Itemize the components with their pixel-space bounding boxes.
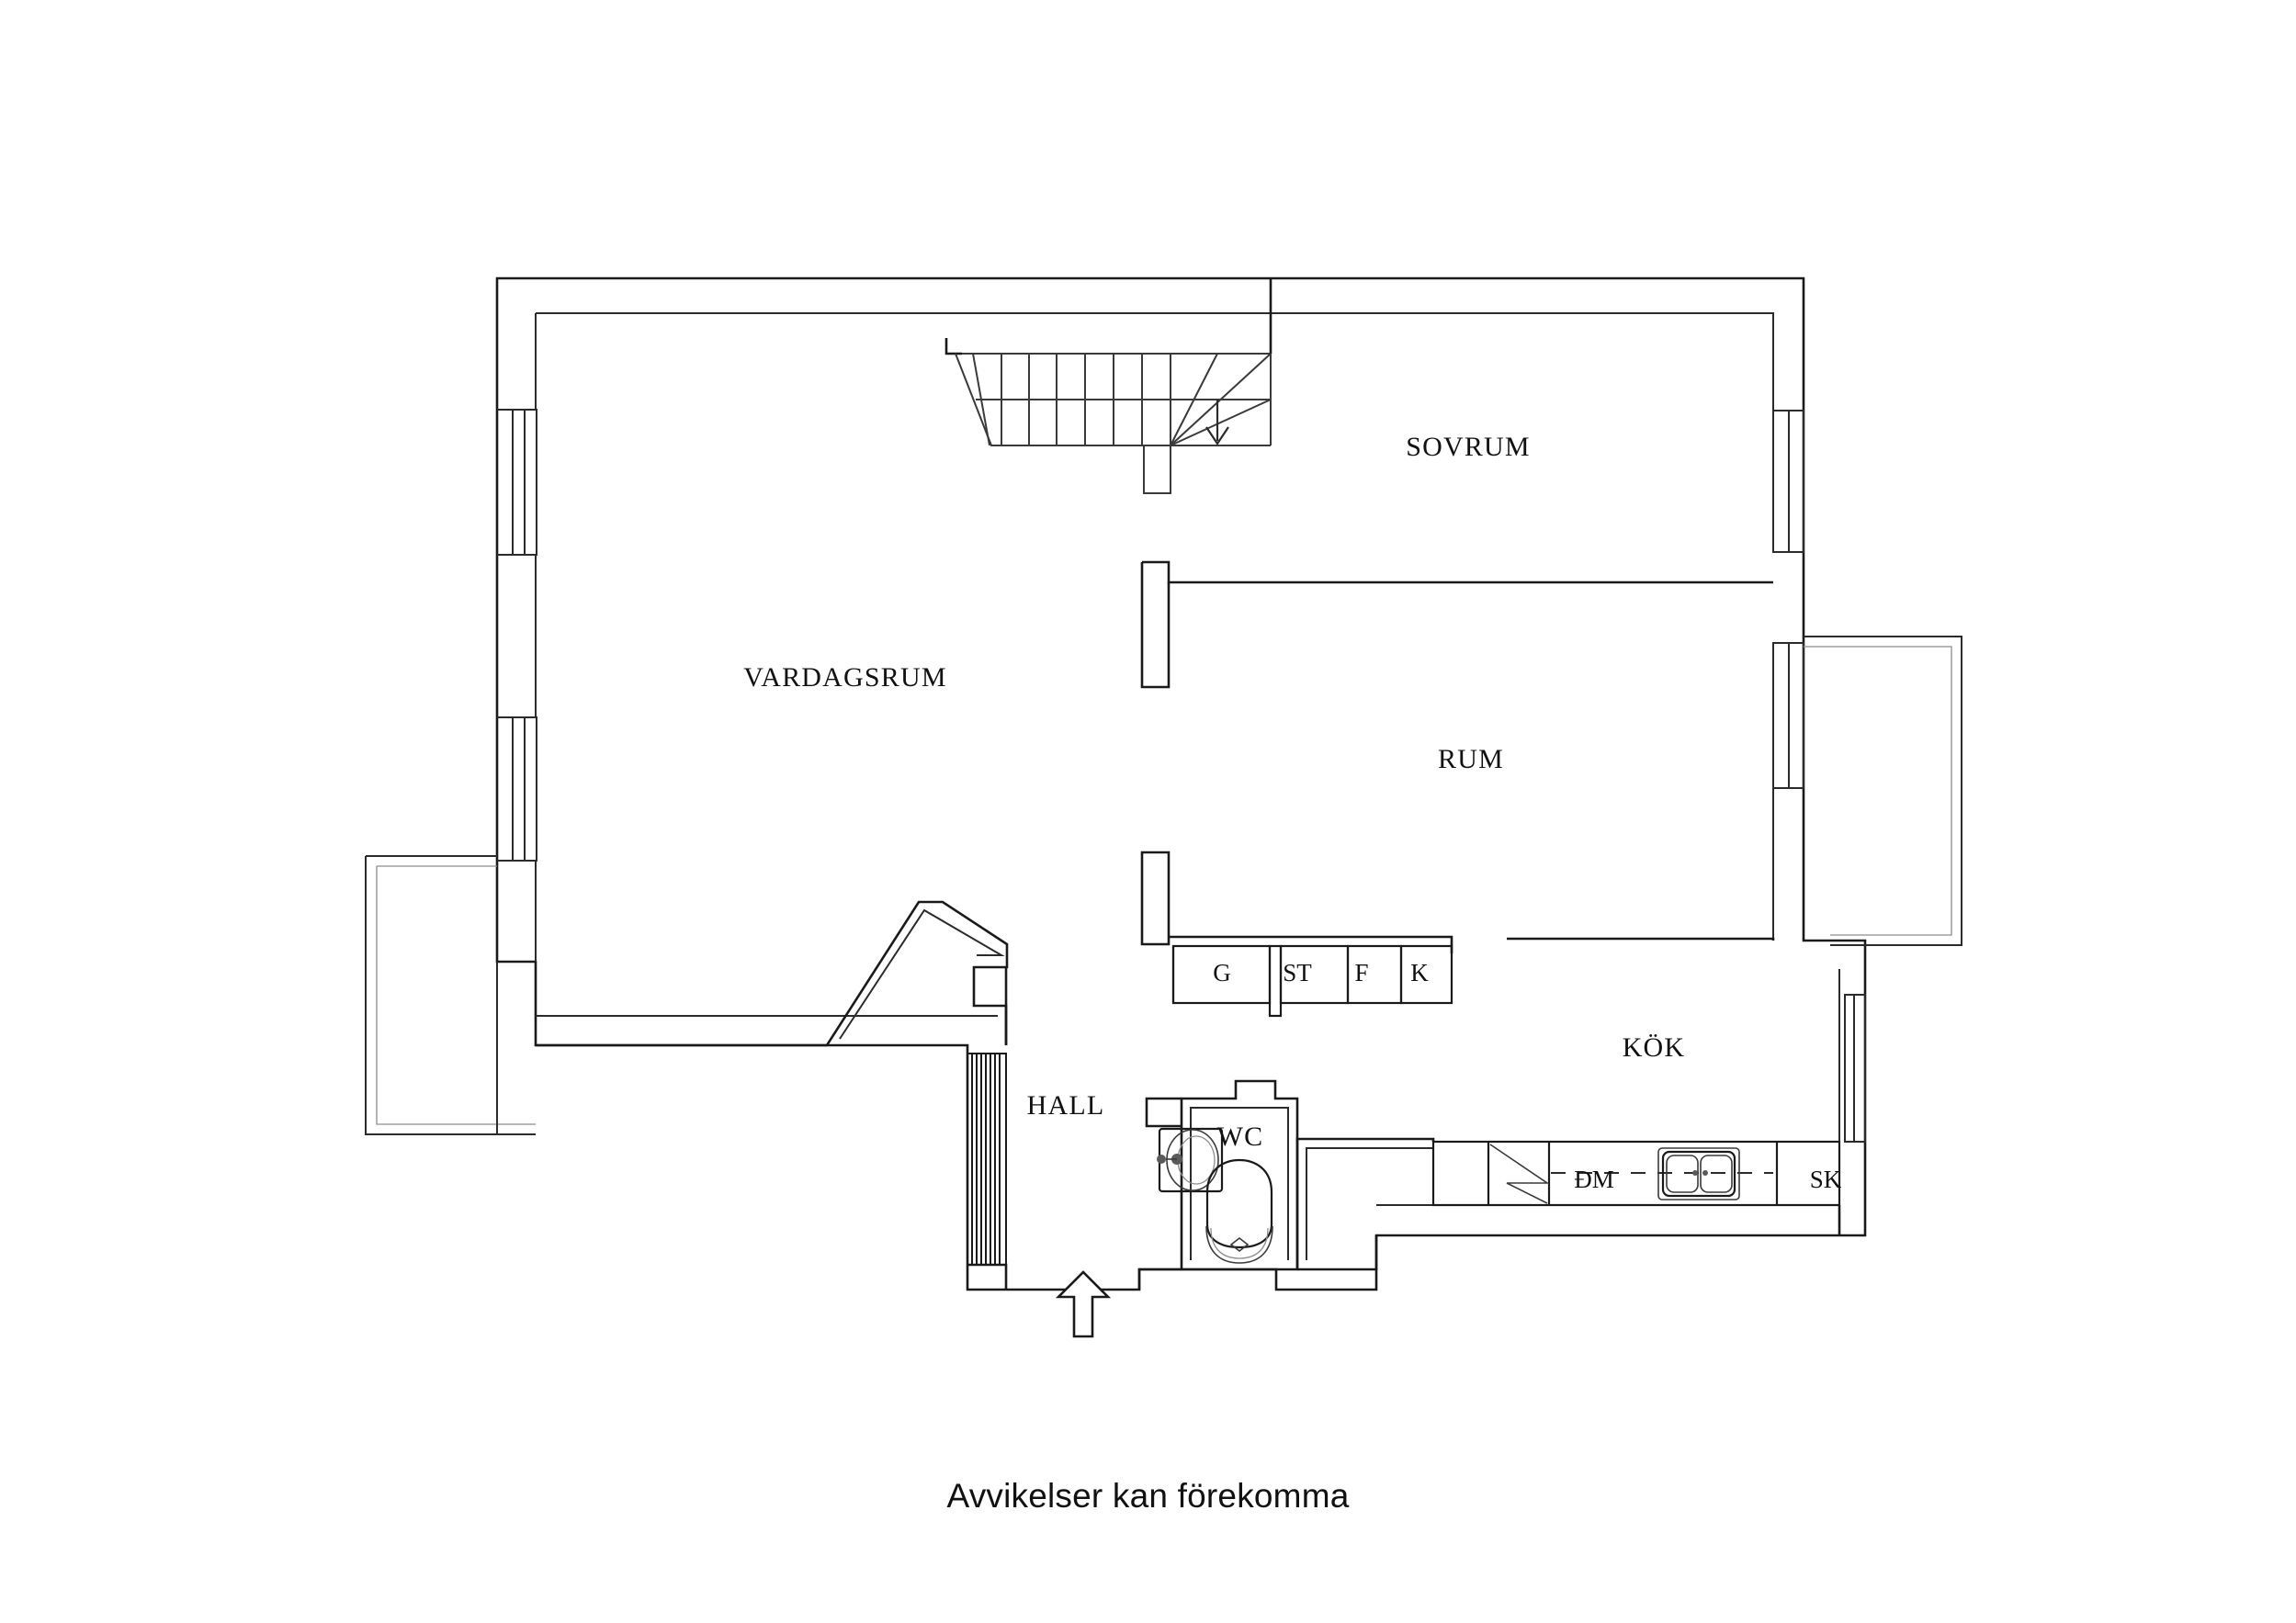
window-right-upper [1772, 410, 1804, 553]
hall-bottom-wall [967, 1263, 1182, 1290]
plan-caption: Avvikelser kan förekomma [946, 1477, 1350, 1515]
stove-fixture [1489, 1144, 1550, 1204]
appliance-row [1171, 944, 1453, 1018]
appliance-label-st: ST [1283, 959, 1312, 986]
room-label-kok: KÖK [1623, 1032, 1686, 1063]
wall-wc-kitchen [1297, 1235, 1378, 1271]
wall-diagonal-hall [536, 900, 1009, 1047]
staircase [944, 278, 1272, 494]
room-label-sovrum: SOVRUM [1406, 432, 1531, 462]
appliance-label-f: F [1354, 959, 1368, 986]
window-right-lower [1772, 642, 1804, 789]
entrance-arrow [1055, 1270, 1112, 1338]
balcony-left [365, 855, 536, 1135]
kitchen-counter [1295, 1137, 1841, 1269]
window-left-lower [497, 716, 537, 862]
window-kitchen-right [1844, 994, 1866, 1143]
wall-sovrum-rum [1140, 560, 1773, 689]
appliance-label-k: K [1410, 959, 1429, 986]
room-label-hall: HALL [1027, 1090, 1105, 1121]
washbasin-fixture [1157, 1127, 1224, 1193]
window-left-upper [497, 409, 537, 556]
room-label-vardagsrum: VARDAGSRUM [743, 662, 947, 693]
wall-rum-kok [1140, 851, 1775, 953]
kitchen-sink-fixture [1657, 1147, 1740, 1200]
wardrobe-hatched [967, 1053, 1007, 1266]
appliance-label-dm: ĐM [1574, 1166, 1614, 1193]
appliance-label-sk: SK [1810, 1166, 1842, 1193]
appliance-label-g: G [1213, 959, 1231, 986]
balcony-right [1804, 636, 1962, 946]
stair-direction-arrow [1205, 400, 1229, 445]
room-label-rum: RUM [1438, 744, 1504, 774]
toilet-fixture [1205, 1158, 1273, 1264]
room-label-wc: WC [1217, 1121, 1264, 1152]
